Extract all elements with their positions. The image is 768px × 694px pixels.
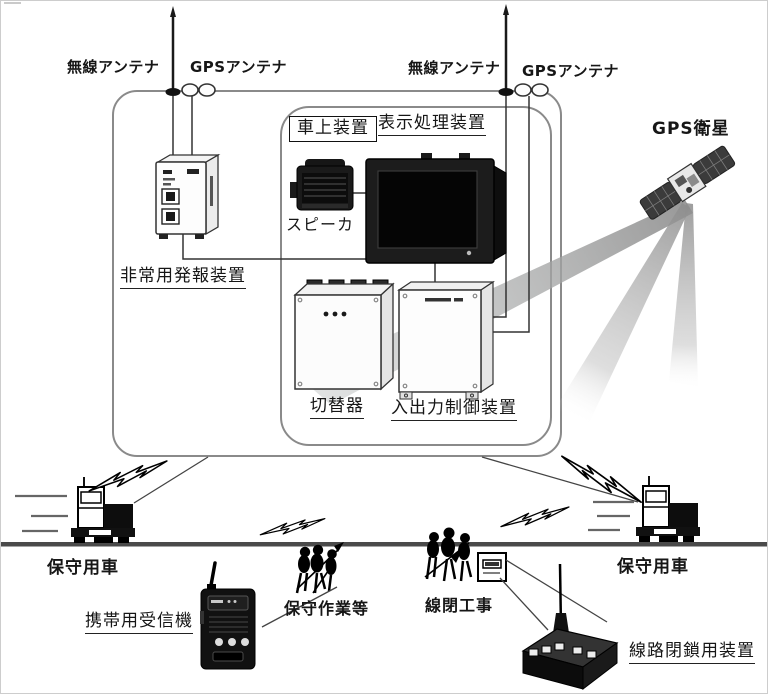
- leader-line-maintenance-work: [261, 586, 338, 628]
- label-maintenance-vehicle-left: 保守用車: [47, 558, 119, 578]
- radio-wave-bolt-icons: [88, 455, 646, 546]
- label-speaker: スピーカ: [286, 215, 355, 234]
- io-control-device-icon: [397, 280, 495, 400]
- track-closure-device-icon: [521, 563, 619, 691]
- label-switcher: 切替器: [310, 396, 364, 419]
- label-maintenance-vehicle-right: 保守用車: [617, 557, 689, 577]
- label-track-closure-device: 線路閉鎖用装置: [629, 641, 755, 664]
- switcher-device-icon: [293, 279, 395, 391]
- label-onboard-unit: 車上装置: [289, 116, 377, 142]
- label-line-closure-work: 線閉工事: [425, 596, 494, 615]
- workers-maintenance-icon: [295, 542, 344, 594]
- label-wireless-antenna-left: 無線アンテナ: [67, 58, 160, 76]
- label-display-processor: 表示処理装置: [378, 113, 486, 136]
- label-gps-antenna-right: GPSアンテナ: [522, 62, 620, 80]
- label-io-controller: 入出力制御装置: [391, 398, 517, 421]
- left-antenna-icons: [165, 6, 216, 161]
- maintenance-vehicle-right-icon: [635, 475, 701, 543]
- speed-lines: [15, 494, 634, 533]
- portable-receiver-icon: [200, 561, 256, 670]
- leader-line-closure-device-a: [505, 559, 608, 623]
- label-gps-antenna-left: GPSアンテナ: [190, 58, 288, 76]
- speaker-icon: [290, 159, 354, 211]
- label-wireless-antenna-right: 無線アンテナ: [408, 59, 501, 77]
- workers-line-closure-icon: [424, 527, 473, 582]
- leader-line-right-vehicle: [481, 456, 639, 503]
- gps-satellite-icon: [639, 145, 736, 220]
- emergency-alarm-device-icon: [155, 153, 221, 239]
- label-portable-receiver: 携帯用受信機: [85, 611, 193, 634]
- trackside-box-icon: [477, 552, 507, 582]
- right-antenna-icons: [493, 4, 549, 333]
- rail-line: [1, 542, 767, 547]
- leader-line-closure-device-b: [499, 577, 549, 631]
- leader-line-left-vehicle: [133, 456, 209, 504]
- label-maintenance-work: 保守作業等: [284, 599, 370, 618]
- display-device-icon: [365, 153, 507, 264]
- label-emergency-alarm: 非常用発報装置: [120, 266, 246, 289]
- label-gps-satellite: GPS衛星: [652, 119, 730, 139]
- gps-beams: [299, 200, 698, 423]
